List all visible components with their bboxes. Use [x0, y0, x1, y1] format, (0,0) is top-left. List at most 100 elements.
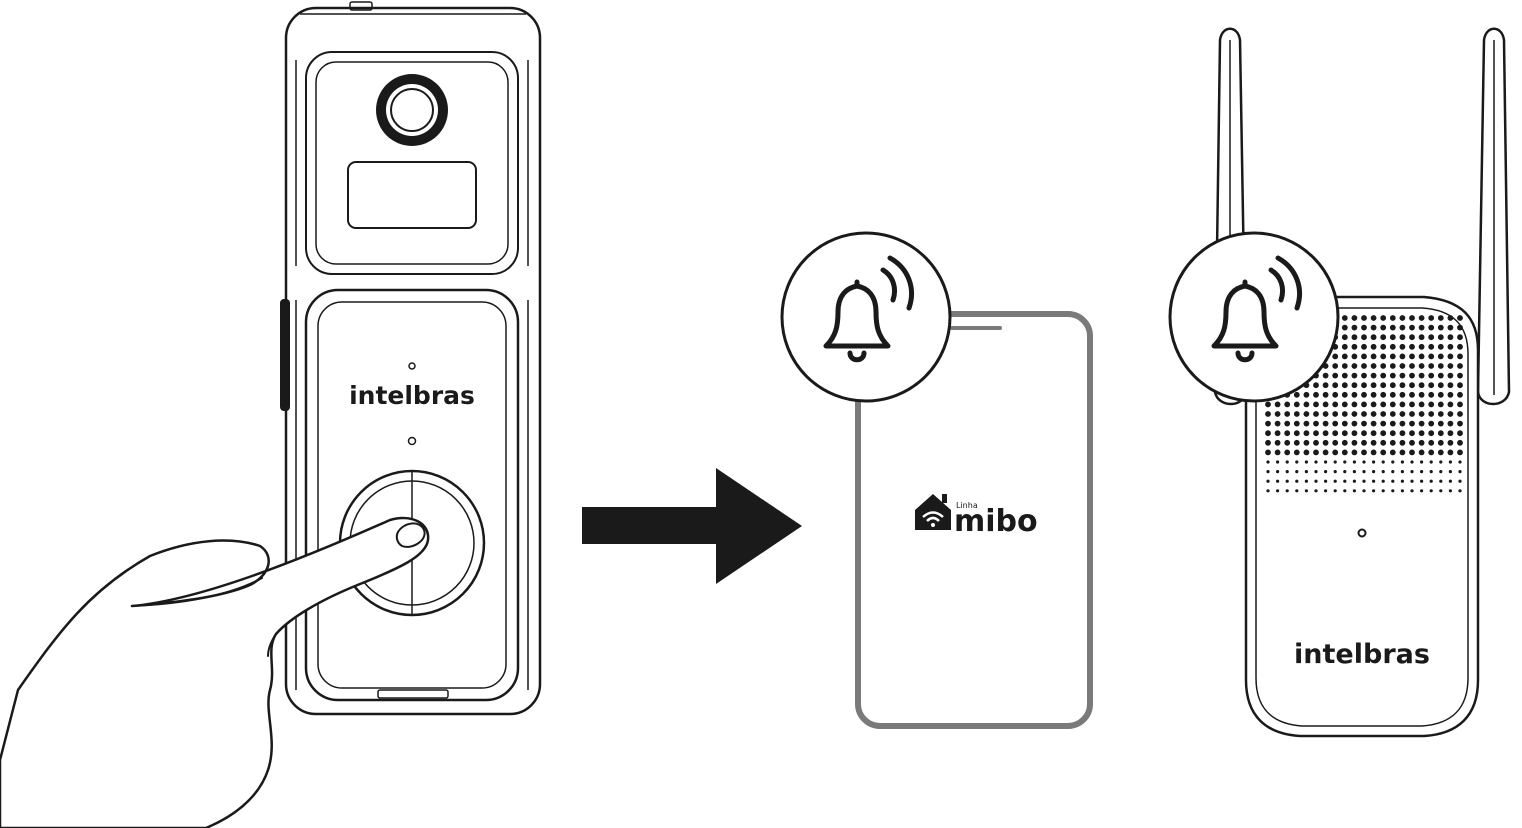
speaker-hole [1420, 460, 1424, 464]
speaker-hole [1448, 470, 1452, 474]
speaker-hole [1457, 449, 1463, 456]
speaker-hole [1399, 430, 1406, 437]
speaker-hole [1439, 479, 1443, 483]
speaker-hole [1341, 430, 1348, 437]
phone-notification-badge [780, 231, 952, 403]
speaker-hole [1399, 401, 1406, 408]
speaker-hole [1389, 430, 1396, 437]
speaker-hole [1265, 411, 1271, 417]
speaker-hole [1351, 334, 1358, 341]
speaker-hole [1399, 449, 1406, 456]
speaker-hole [1380, 439, 1387, 446]
speaker-hole [1266, 460, 1270, 464]
speaker-hole [1341, 315, 1348, 321]
speaker-hole [1351, 401, 1358, 408]
speaker-hole [1341, 401, 1348, 408]
speaker-hole [1361, 382, 1367, 389]
speaker-hole [1370, 353, 1377, 360]
speaker-hole [1361, 391, 1367, 398]
speaker-hole [1428, 401, 1435, 408]
speaker-hole [1457, 324, 1463, 331]
speaker-hole [1332, 430, 1339, 437]
speaker-hole [1274, 439, 1281, 446]
speaker-hole [1351, 324, 1358, 331]
speaker-hole [1409, 324, 1415, 331]
speaker-hole [1428, 334, 1435, 341]
speaker-hole [1343, 489, 1347, 493]
speaker-hole [1351, 343, 1358, 350]
speaker-hole [1400, 460, 1404, 464]
speaker-hole [1418, 315, 1425, 321]
speaker-hole [1447, 420, 1454, 427]
speaker-hole [1322, 430, 1329, 437]
speaker-hole [1332, 363, 1339, 369]
speaker-hole [1343, 479, 1347, 483]
speaker-hole [1313, 391, 1319, 398]
speaker-hole [1276, 479, 1280, 483]
chime-brand-label: intelbras [1294, 639, 1430, 670]
speaker-hole [1399, 343, 1406, 350]
speaker-hole [1380, 401, 1387, 408]
speaker-hole [1332, 449, 1339, 456]
speaker-hole [1389, 343, 1396, 350]
speaker-hole [1293, 430, 1300, 437]
speaker-hole [1351, 372, 1358, 379]
speaker-hole [1370, 315, 1377, 321]
app-brand-name: mibo [954, 504, 1038, 539]
speaker-hole [1409, 363, 1415, 369]
speaker-hole [1418, 401, 1425, 408]
speaker-hole [1457, 382, 1463, 389]
speaker-hole [1399, 363, 1406, 369]
speaker-hole [1372, 460, 1376, 464]
speaker-hole [1333, 460, 1337, 464]
speaker-hole [1418, 391, 1425, 398]
speaker-hole [1332, 401, 1339, 408]
speaker-hole [1447, 353, 1454, 360]
speaker-hole [1437, 411, 1444, 417]
speaker-hole [1428, 324, 1435, 331]
speaker-hole [1284, 449, 1291, 456]
speaker-hole [1274, 420, 1281, 427]
speaker-hole [1303, 449, 1310, 456]
speaker-hole [1295, 489, 1299, 493]
speaker-hole [1303, 420, 1310, 427]
video-doorbell [280, 1, 542, 716]
speaker-hole [1458, 489, 1462, 493]
speaker-hole [1293, 449, 1300, 456]
speaker-hole [1437, 343, 1444, 350]
speaker-hole [1370, 449, 1377, 456]
speaker-hole [1332, 372, 1339, 379]
speaker-hole [1361, 411, 1367, 417]
speaker-hole [1420, 479, 1424, 483]
speaker-hole [1409, 439, 1415, 446]
speaker-hole [1418, 353, 1425, 360]
speaker-hole [1420, 489, 1424, 493]
speaker-hole [1437, 372, 1444, 379]
speaker-hole [1399, 334, 1406, 341]
speaker-hole [1322, 382, 1329, 389]
speaker-hole [1437, 439, 1444, 446]
speaker-hole [1447, 343, 1454, 350]
speaker-hole [1409, 343, 1415, 350]
speaker-hole [1399, 411, 1406, 417]
speaker-hole [1322, 449, 1329, 456]
speaker-hole [1284, 411, 1291, 417]
speaker-hole [1400, 489, 1404, 493]
speaker-hole [1265, 449, 1271, 456]
bell-ringing-icon [823, 255, 915, 363]
bell-ringing-icon [1211, 255, 1303, 363]
speaker-hole [1389, 391, 1396, 398]
speaker-hole [1313, 420, 1319, 427]
speaker-hole [1313, 430, 1319, 437]
speaker-hole [1372, 489, 1376, 493]
speaker-hole [1447, 382, 1454, 389]
speaker-hole [1418, 363, 1425, 369]
speaker-hole [1428, 391, 1435, 398]
speaker-hole [1420, 470, 1424, 474]
speaker-hole [1428, 363, 1435, 369]
speaker-hole [1437, 363, 1444, 369]
speaker-hole [1447, 401, 1454, 408]
speaker-hole [1457, 420, 1463, 427]
speaker-hole [1361, 324, 1367, 331]
